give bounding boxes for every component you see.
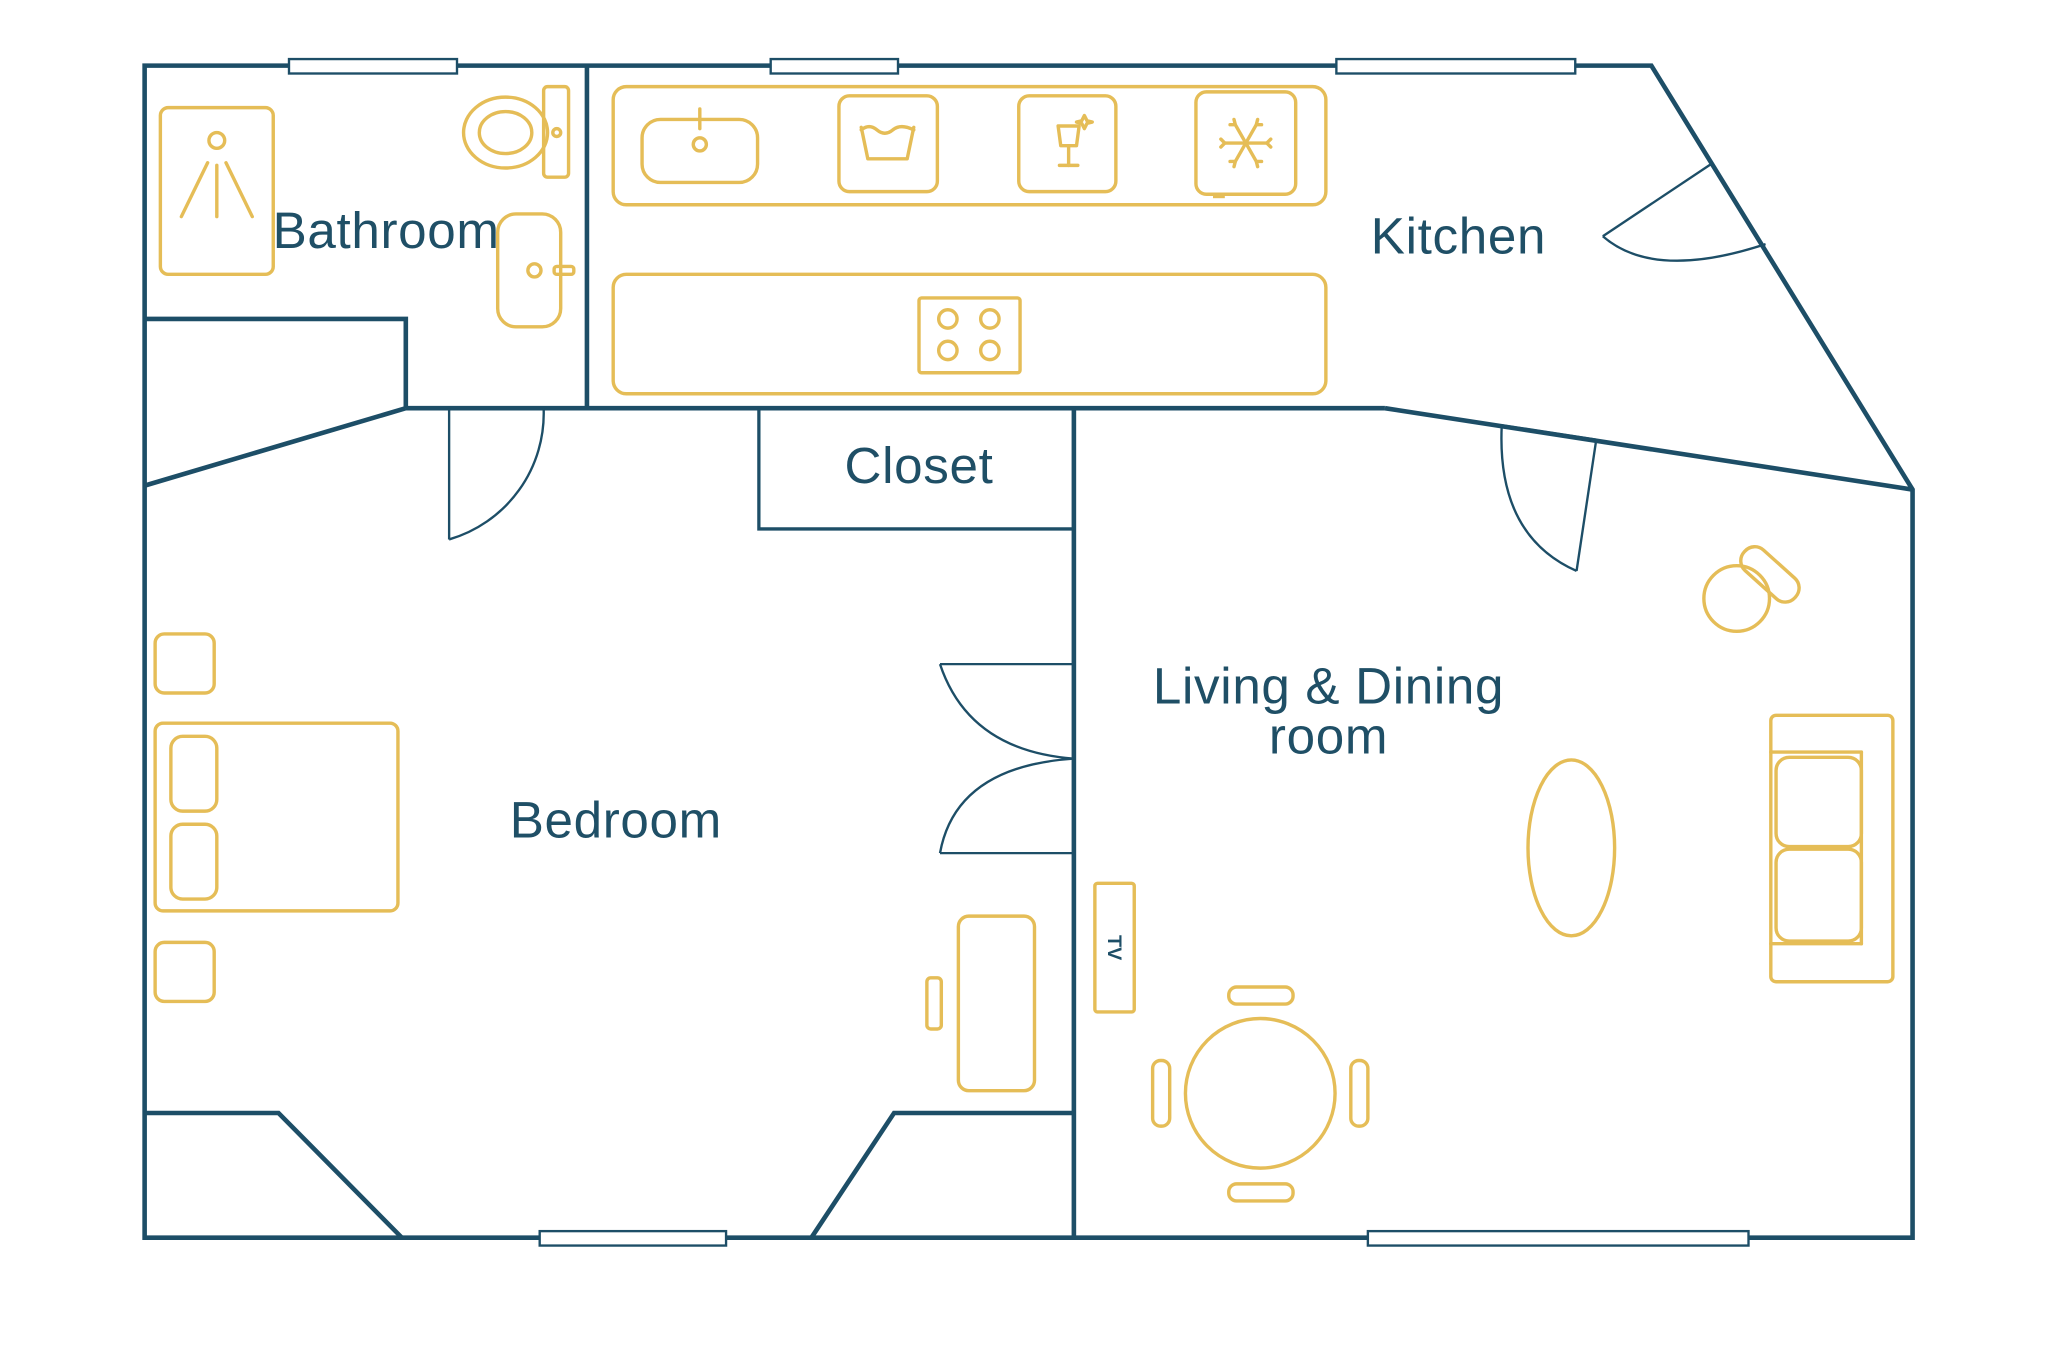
windows	[287, 57, 1750, 1247]
room-label-kitchen: Kitchen	[1371, 207, 1546, 264]
coffee-table	[1526, 758, 1617, 938]
stove-icon	[917, 296, 1022, 375]
room-label-bedroom: Bedroom	[510, 791, 722, 848]
dishwasher-icon	[1017, 94, 1118, 194]
bed-icon	[153, 721, 400, 913]
window	[769, 57, 900, 75]
tv-icon: TV	[1093, 881, 1136, 1014]
window	[1366, 1229, 1750, 1247]
nightstand	[153, 940, 216, 1004]
dining-table-icon	[1150, 985, 1370, 1203]
window	[1335, 57, 1577, 75]
toilet-icon	[461, 84, 571, 179]
room-label-living-dining-line2: room	[1269, 707, 1388, 764]
sink-icon	[495, 212, 576, 329]
fridge-icon	[1194, 90, 1298, 199]
sofa-icon	[1769, 713, 1895, 984]
window	[287, 57, 459, 75]
kitchen-counter-top	[611, 84, 1328, 207]
desk	[925, 914, 1037, 1093]
shower-icon	[158, 105, 275, 277]
door[interactable]	[1602, 161, 1766, 262]
kitchen-island	[611, 272, 1328, 396]
armchair-icon	[1702, 545, 1801, 634]
room-label-closet: Closet	[845, 437, 994, 494]
closet-double-door[interactable]	[938, 662, 1075, 855]
room-label-living-dining: Living & Dining	[1153, 658, 1504, 715]
door[interactable]	[447, 408, 545, 541]
door[interactable]	[1500, 424, 1598, 573]
room-label-bathroom: Bathroom	[273, 202, 500, 259]
sink-icon	[640, 107, 760, 185]
washing-machine-icon	[837, 94, 940, 194]
window	[538, 1229, 728, 1247]
tv-label: TV	[1103, 935, 1125, 960]
doors	[447, 161, 1766, 855]
nightstand	[153, 632, 216, 695]
